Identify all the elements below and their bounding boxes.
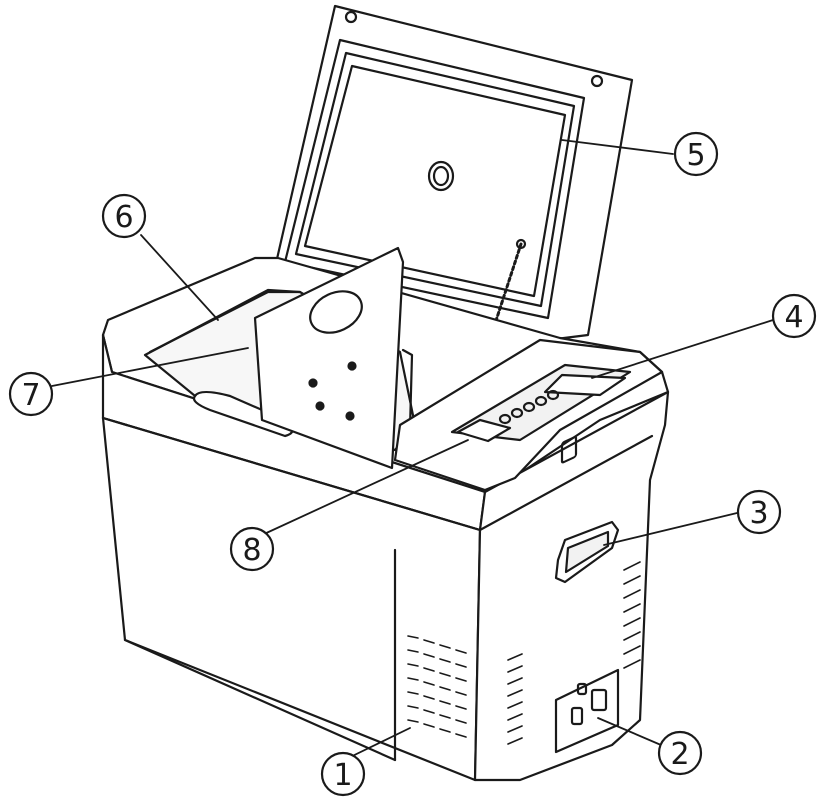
callout-2-circle bbox=[657, 730, 703, 776]
leader-5 bbox=[561, 139, 674, 155]
lid-vent-outer bbox=[427, 160, 455, 192]
callout-2-label: 2 bbox=[670, 737, 689, 772]
callout-3-circle bbox=[736, 489, 782, 535]
leader-3 bbox=[603, 512, 738, 546]
control-button-3[interactable] bbox=[522, 401, 536, 413]
callout-leaders bbox=[51, 139, 774, 763]
control-button-1[interactable] bbox=[498, 413, 512, 425]
callout-4-label: 4 bbox=[784, 300, 803, 335]
leader-4 bbox=[591, 319, 774, 379]
divider-hole-3 bbox=[315, 401, 325, 411]
callout-2: 2 bbox=[657, 730, 703, 776]
control-button-5[interactable] bbox=[546, 389, 560, 401]
leader-8 bbox=[261, 439, 469, 536]
interior-rim bbox=[148, 290, 302, 354]
divider-handle-hole bbox=[309, 290, 363, 334]
lid-tether-anchor bbox=[515, 238, 527, 250]
front-bottom-line bbox=[123, 638, 397, 762]
callout-6-circle bbox=[101, 193, 147, 239]
control-button-4[interactable] bbox=[534, 395, 548, 407]
divider-hole-4 bbox=[345, 411, 355, 421]
callout-4: 4 bbox=[771, 293, 817, 339]
callout-1-label: 1 bbox=[333, 758, 352, 793]
callout-5-circle bbox=[673, 131, 719, 177]
right-side-face bbox=[473, 390, 670, 782]
leader-2 bbox=[597, 717, 669, 749]
front-band-line bbox=[101, 416, 482, 532]
side-handle-grip bbox=[564, 530, 610, 574]
callout-3-label: 3 bbox=[749, 496, 768, 531]
socket-fuse bbox=[576, 682, 588, 696]
socket-2 bbox=[590, 688, 608, 712]
callout-7: 7 bbox=[8, 371, 54, 417]
control-label-plate bbox=[456, 418, 512, 443]
display-window bbox=[543, 373, 627, 397]
callout-7-label: 7 bbox=[21, 378, 40, 413]
callout-4-circle bbox=[771, 293, 817, 339]
control-buttons bbox=[498, 389, 560, 425]
body bbox=[101, 246, 670, 782]
side-band-line bbox=[478, 434, 654, 532]
callout-1-circle bbox=[320, 751, 366, 797]
lid-screw-right bbox=[590, 74, 604, 88]
callout-1: 1 bbox=[320, 751, 366, 797]
divider-panel bbox=[253, 246, 405, 470]
side-vent-grille-right bbox=[623, 561, 641, 669]
leader-6 bbox=[140, 234, 219, 321]
callout-8-circle bbox=[229, 526, 275, 572]
callout-3: 3 bbox=[736, 489, 782, 535]
divider-hole-1 bbox=[308, 378, 318, 388]
side-vent-grille-left bbox=[507, 653, 523, 745]
callout-6-label: 6 bbox=[114, 200, 133, 235]
callout-5-label: 5 bbox=[686, 138, 705, 173]
front-vent-grille bbox=[407, 635, 467, 738]
control-button-2[interactable] bbox=[510, 407, 524, 419]
socket-3 bbox=[570, 706, 584, 726]
callout-8-label: 8 bbox=[242, 533, 261, 568]
callout-7-circle bbox=[8, 371, 54, 417]
divider-hole-2 bbox=[347, 361, 357, 371]
socket-1 bbox=[560, 435, 578, 464]
lid-screw-left bbox=[344, 10, 358, 24]
leader-7 bbox=[51, 347, 249, 387]
callout-6: 6 bbox=[101, 193, 147, 239]
callout-8: 8 bbox=[229, 526, 275, 572]
callout-5: 5 bbox=[673, 131, 719, 177]
lid-vent-inner bbox=[432, 165, 450, 187]
